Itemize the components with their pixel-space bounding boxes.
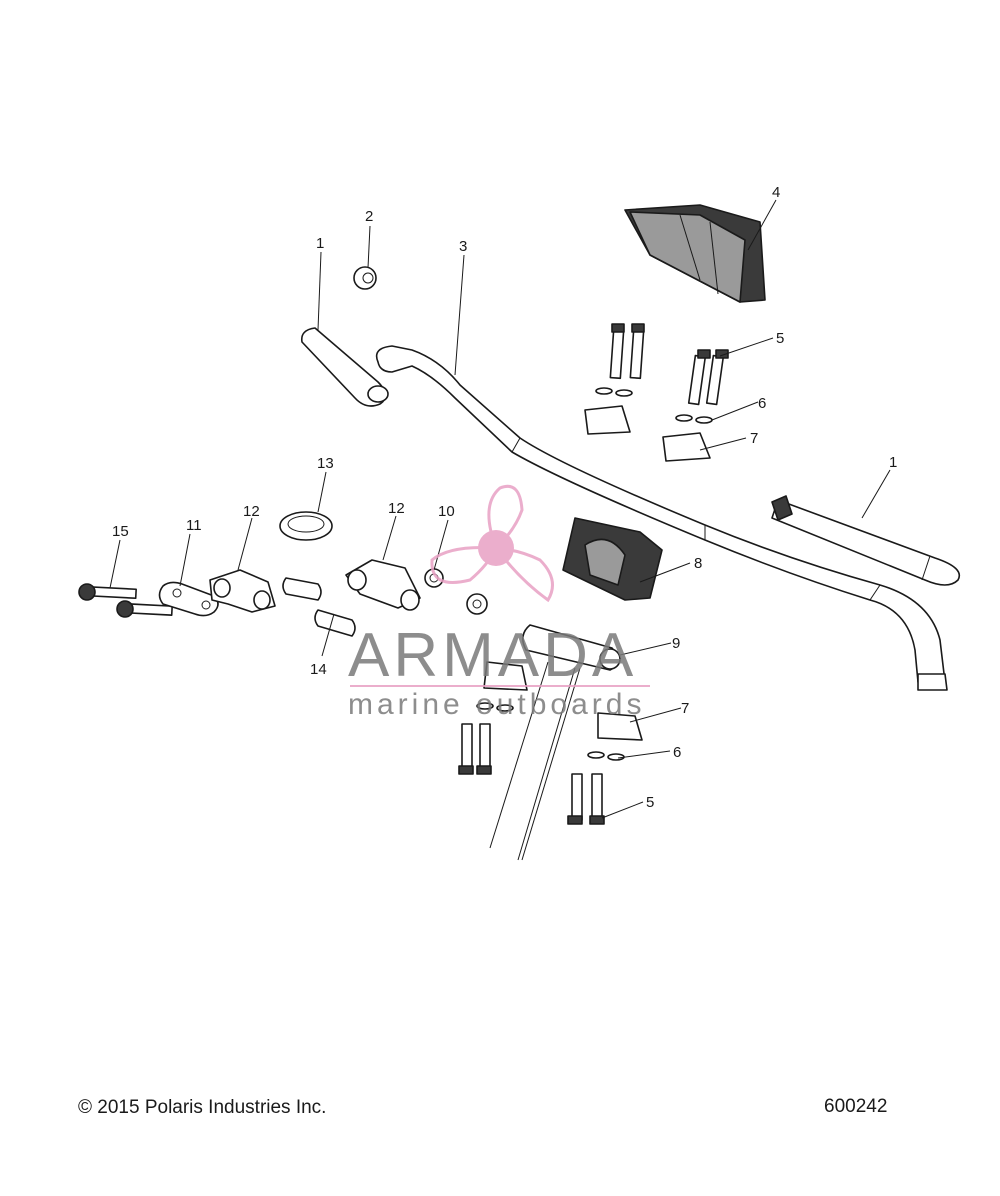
- propeller-logo-icon: [430, 484, 554, 603]
- left-assembly: [78, 511, 488, 637]
- drawing-number: 600242: [824, 1096, 888, 1117]
- callout-7-upper: 7: [750, 430, 758, 447]
- callouts: 1 2 3 4 5 6 7 1 8 9 10 11 12 12 13 14 15…: [112, 184, 897, 811]
- grip-left: [300, 327, 389, 407]
- handlebar-end-cap: [917, 673, 948, 691]
- watermark-brand: ARMADA: [348, 621, 637, 690]
- callout-10: 10: [438, 503, 455, 520]
- steering-post-tube: [489, 624, 621, 861]
- callout-12-right: 12: [388, 500, 405, 517]
- callout-1-right: 1: [889, 454, 897, 471]
- callout-3: 3: [459, 238, 467, 255]
- handlebar-cover: [624, 204, 766, 303]
- bar-end-plug: [353, 266, 377, 290]
- callout-1-left: 1: [316, 235, 324, 252]
- lower-clamps: [483, 661, 643, 741]
- callout-13: 13: [317, 455, 334, 472]
- grip-right: [771, 495, 960, 586]
- callout-6-lower: 6: [673, 744, 681, 761]
- callout-14: 14: [310, 661, 327, 678]
- callout-4: 4: [772, 184, 780, 201]
- armada-watermark: ARMADA marine outboards: [348, 484, 650, 721]
- upper-clamps: [584, 405, 711, 462]
- callout-8: 8: [694, 555, 702, 572]
- callout-5-upper: 5: [776, 330, 784, 347]
- callout-6-upper: 6: [758, 395, 766, 412]
- leader-lines: [109, 199, 891, 819]
- callout-7-lower: 7: [681, 700, 689, 717]
- upper-bolts-group: [609, 323, 729, 406]
- callout-12-left: 12: [243, 503, 260, 520]
- callout-5-lower: 5: [646, 794, 654, 811]
- callout-9: 9: [672, 635, 680, 652]
- callout-11: 11: [186, 517, 202, 534]
- riser-block: [562, 517, 663, 601]
- lower-bolts-group: [458, 723, 605, 825]
- callout-2: 2: [365, 208, 373, 225]
- callout-15: 15: [112, 523, 129, 540]
- watermark-tagline: marine outboards: [348, 688, 645, 721]
- copyright-notice: © 2015 Polaris Industries Inc.: [78, 1097, 327, 1118]
